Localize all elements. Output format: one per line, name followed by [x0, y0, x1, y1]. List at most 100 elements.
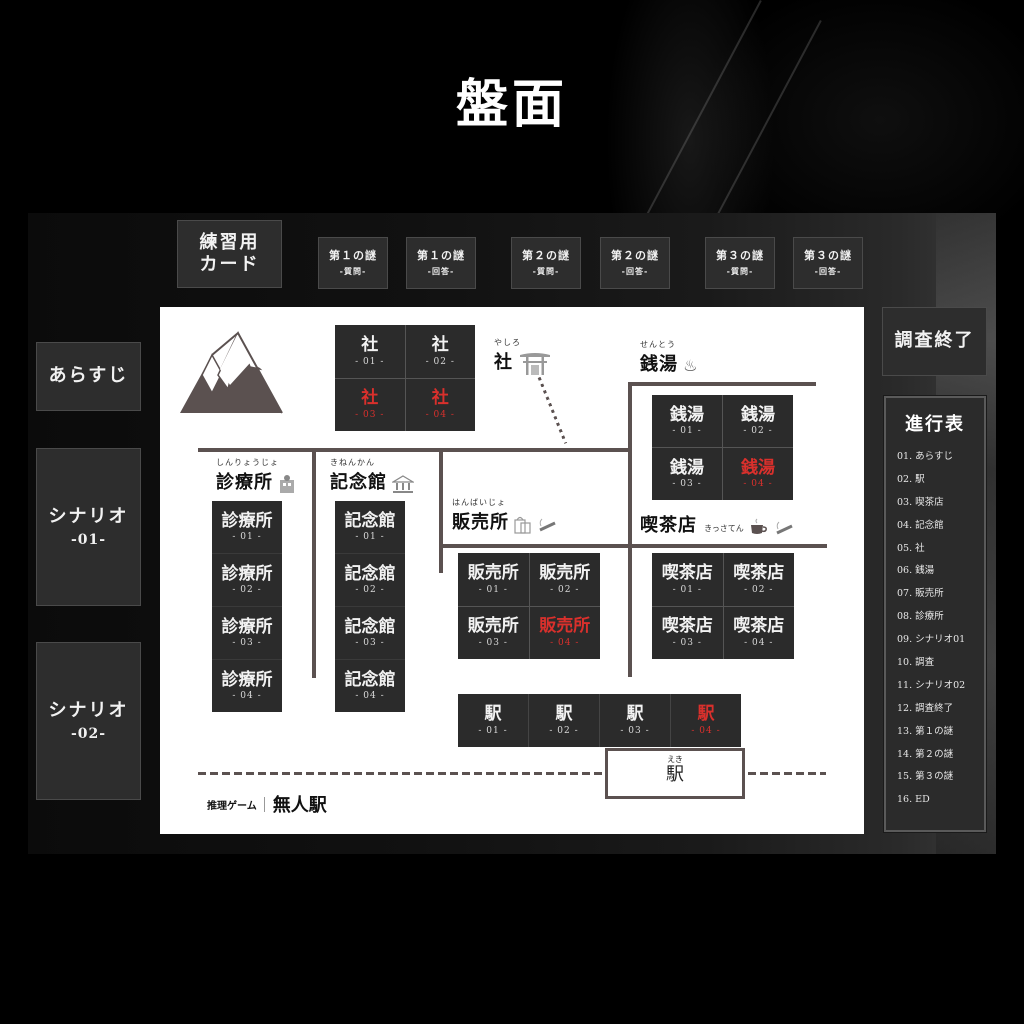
- cafe-card-03[interactable]: 喫茶店- 03 -: [652, 606, 723, 659]
- progress-item: 13. 第１の謎: [897, 725, 954, 737]
- card-number: - 03 -: [672, 638, 702, 649]
- cafe-ruby: きっさてん: [704, 524, 744, 533]
- card-name: 駅: [626, 704, 644, 725]
- bathhouse-name: 銭湯: [640, 354, 678, 375]
- brand-title: 無人駅: [272, 795, 327, 816]
- station-card-03[interactable]: 駅- 03 -: [600, 694, 670, 747]
- museum-icon: [392, 474, 415, 493]
- button-sublabel: -質問-: [726, 265, 754, 276]
- progress-item: 01. あらすじ: [897, 451, 953, 462]
- station-card-02[interactable]: 駅- 02 -: [529, 694, 599, 747]
- end-investigation-button[interactable]: 調査終了: [882, 307, 987, 376]
- riddle-1-question-button[interactable]: 第１の謎 -質問-: [318, 237, 388, 289]
- riddle-1-answer-button[interactable]: 第１の謎 -回答-: [406, 237, 476, 289]
- cafe-card-02[interactable]: 喫茶店- 02 -: [723, 553, 794, 606]
- card-name: 銭湯: [670, 457, 704, 478]
- progress-item: 15. 第３の謎: [897, 771, 954, 783]
- memorial-card-03[interactable]: 記念館- 03 -: [335, 607, 405, 659]
- road: [628, 383, 632, 677]
- clinic-card-04[interactable]: 診療所- 04 -: [212, 660, 282, 712]
- memorial-location-label: きねんかん 記念館: [330, 457, 415, 494]
- cafe-card-04[interactable]: 喫茶店- 04 -: [723, 606, 794, 659]
- memorial-card-02[interactable]: 記念館- 02 -: [335, 554, 405, 606]
- clinic-card-02[interactable]: 診療所- 02 -: [212, 554, 282, 606]
- riddle-2-answer-button[interactable]: 第２の謎 -回答-: [600, 237, 670, 289]
- clinic-card-deck: 診療所- 01 - 診療所- 02 - 診療所- 03 - 診療所- 04 -: [212, 501, 282, 712]
- station-name: 駅: [666, 764, 684, 785]
- game-board-map: 社- 01 - 社- 02 - 社- 03 - 社- 04 - やしろ 社 せん…: [160, 307, 864, 834]
- card-name: 販売所: [467, 616, 519, 637]
- clinic-building-icon: [280, 474, 295, 493]
- clinic-ruby: しんりょうじょ: [216, 458, 279, 467]
- shop-card-01[interactable]: 販売所- 01 -: [458, 553, 529, 606]
- station-card-01[interactable]: 駅- 01 -: [458, 694, 528, 747]
- station-ruby: えき: [667, 755, 683, 764]
- shrine-card-03[interactable]: 社- 03 -: [335, 378, 405, 431]
- scenario-02-button[interactable]: シナリオ -02-: [36, 642, 141, 800]
- card-name: 販売所: [539, 616, 591, 637]
- bathhouse-card-03[interactable]: 銭湯- 03 -: [652, 448, 722, 500]
- road: [312, 448, 316, 678]
- synopsis-button[interactable]: あらすじ: [36, 342, 141, 411]
- card-name: 駅: [484, 704, 502, 725]
- bathhouse-card-04[interactable]: 銭湯- 04 -: [723, 448, 793, 500]
- card-number: - 01 -: [672, 584, 702, 595]
- card-name: 社: [361, 388, 379, 409]
- progress-item: 03. 喫茶店: [897, 496, 944, 508]
- shrine-card-04[interactable]: 社- 04 -: [405, 378, 475, 431]
- shopping-bag-icon: [514, 516, 531, 534]
- button-label: 第２の謎: [522, 249, 570, 263]
- card-name: 銭湯: [741, 404, 775, 425]
- card-name: 駅: [697, 704, 715, 725]
- card-number: - 04 -: [691, 725, 721, 736]
- card-number: - 03 -: [478, 638, 508, 649]
- riddle-3-answer-button[interactable]: 第３の謎 -回答-: [793, 237, 863, 289]
- card-number: - 01 -: [672, 426, 702, 437]
- card-number: - 02 -: [232, 585, 262, 596]
- clinic-card-01[interactable]: 診療所- 01 -: [212, 501, 282, 553]
- practice-card-button[interactable]: 練習用 カード: [177, 220, 282, 288]
- shop-card-03[interactable]: 販売所- 03 -: [458, 606, 529, 659]
- bathhouse-card-deck: 銭湯- 01 - 銭湯- 02 - 銭湯- 03 - 銭湯- 04 -: [652, 395, 793, 500]
- railway-track: [748, 772, 826, 775]
- memorial-card-01[interactable]: 記念館- 01 -: [335, 501, 405, 553]
- bathhouse-card-01[interactable]: 銭湯- 01 -: [652, 395, 722, 447]
- shop-card-04[interactable]: 販売所- 04 -: [529, 606, 600, 659]
- card-name: 社: [431, 388, 449, 409]
- card-number: - 04 -: [743, 479, 773, 490]
- card-number: - 01 -: [355, 532, 385, 543]
- button-label: あらすじ: [48, 365, 129, 387]
- shop-card-02[interactable]: 販売所- 02 -: [529, 553, 600, 606]
- brand-subtitle: 推理ゲーム: [207, 796, 265, 812]
- cafe-card-01[interactable]: 喫茶店- 01 -: [652, 553, 723, 606]
- card-number: - 01 -: [478, 725, 508, 736]
- memorial-name: 記念館: [330, 472, 387, 493]
- progress-item: 08. 診療所: [897, 611, 944, 623]
- progress-item: 06. 銭湯: [897, 565, 935, 577]
- button-sublabel: -回答-: [427, 265, 455, 276]
- shrine-card-02[interactable]: 社- 02 -: [405, 325, 475, 378]
- card-number: - 04 -: [425, 410, 455, 421]
- card-name: 診療所: [221, 616, 273, 637]
- station-card-04[interactable]: 駅- 04 -: [671, 694, 741, 747]
- card-name: 喫茶店: [733, 562, 785, 583]
- riddle-2-question-button[interactable]: 第２の謎 -質問-: [511, 237, 581, 289]
- button-sublabel: -02-: [70, 726, 107, 743]
- card-name: 販売所: [539, 562, 591, 583]
- card-name: 社: [361, 334, 379, 355]
- memorial-ruby: きねんかん: [330, 458, 375, 467]
- riddle-3-question-button[interactable]: 第３の謎 -質問-: [705, 237, 775, 289]
- card-number: - 03 -: [355, 638, 385, 649]
- shop-ruby: はんばいじょ: [452, 498, 506, 507]
- card-number: - 03 -: [355, 410, 385, 421]
- memorial-card-04[interactable]: 記念館- 04 -: [335, 660, 405, 712]
- clinic-card-03[interactable]: 診療所- 03 -: [212, 607, 282, 659]
- card-number: - 01 -: [355, 356, 385, 367]
- scenario-01-button[interactable]: シナリオ -01-: [36, 448, 141, 606]
- shrine-card-01[interactable]: 社- 01 -: [335, 325, 405, 378]
- progress-item: 04. 記念館: [897, 519, 944, 531]
- bathhouse-card-02[interactable]: 銭湯- 02 -: [723, 395, 793, 447]
- button-label: 第３の謎: [716, 249, 764, 263]
- card-number: - 02 -: [425, 356, 455, 367]
- shrine-name: 社: [494, 352, 513, 373]
